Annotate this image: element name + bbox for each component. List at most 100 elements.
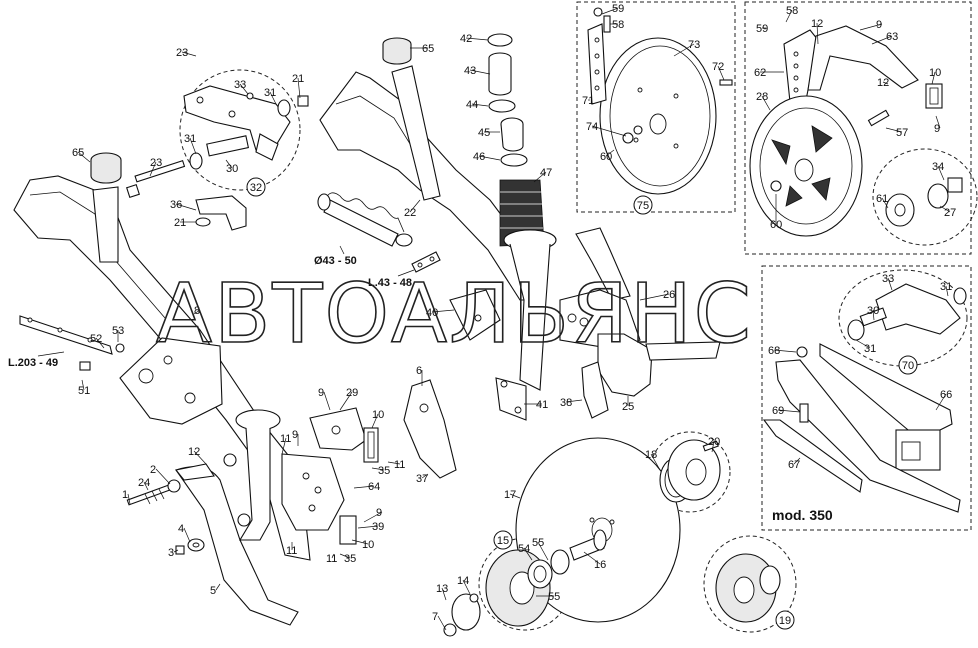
leader-line [81,379,85,391]
leader-line [711,440,715,453]
leader-line [469,69,491,75]
callout-label: 65 [72,147,84,159]
part-bracket-10-right [925,83,943,109]
leader-line [155,468,171,485]
callout-label: 10 [372,409,384,421]
leader-line [175,203,197,211]
leader-line [193,450,207,465]
callout-label: 12 [877,77,889,89]
callout-label: 38 [560,397,572,409]
leader-line [351,539,369,545]
callout-label: 4 [178,523,184,535]
part-bolt-20 [702,440,719,452]
callout-label: 64 [368,481,380,493]
leader-line [363,511,383,523]
circled-callout-label: 19 [779,615,791,627]
leader-line [650,453,661,471]
callout-label: 17 [504,489,516,501]
part-beam-66 [819,343,953,471]
leader-line [77,151,91,163]
callout-label: 14 [457,575,469,587]
callout-label: 9 [934,123,940,135]
leader-line [939,205,951,213]
leader-line [431,309,455,313]
leader-line [639,293,670,301]
leader-line [409,199,421,213]
leader-line [471,103,489,107]
leader-line [462,579,471,595]
part-gauge-wheel-73 [599,37,717,195]
detail-circle-18 [649,431,731,513]
dimension-label: L.203 - 49 [8,357,58,369]
callout-label: 55 [548,591,560,603]
part-plate-8 [119,337,223,425]
callout-label: 58 [612,19,624,31]
part-arm-left [13,175,311,561]
circled-callout-ring [898,355,918,375]
detail-circle-19 [703,535,797,633]
callout-label: 6 [416,365,422,377]
callout-label: 5 [210,585,216,597]
leader-line [816,22,819,45]
callout-label: 30 [226,163,238,175]
leader-line [225,159,233,169]
callout-label: 10 [362,539,374,551]
callout-label: 9 [876,19,882,31]
leader-line [143,481,149,491]
leader-line [95,337,105,349]
part-axle-16 [569,529,607,561]
part-hubcap-7 [443,593,481,637]
leader-line [785,9,793,23]
leader-line [935,115,941,129]
callout-label: 62 [754,67,766,79]
part-bracket-70 [847,283,967,341]
part-hub-61 [885,177,963,227]
leader-line [339,245,345,255]
leader-line [181,51,197,57]
callout-label: 69 [772,405,784,417]
callout-label: 27 [944,207,956,219]
callout-label: 29 [346,387,358,399]
part-bracket-29 [309,407,367,451]
callout-label: 21 [292,73,304,85]
callout-label: 30 [867,305,879,317]
part-hub-18 [667,439,721,501]
leader-line [945,285,949,297]
leader-line [565,399,583,403]
part-strip-52 [19,315,125,371]
leader-line [583,551,601,565]
callout-label: 51 [78,385,90,397]
circled-callout-label: 15 [497,535,509,547]
leader-line [339,553,351,559]
circled-callout-ring [633,195,653,215]
part-arm-63 [807,25,919,91]
part-bolt-1 [126,479,181,506]
callout-label: 1 [122,489,128,501]
callout-label: 20 [708,436,720,448]
part-pin-30 [189,92,309,170]
circled-callout-ring [246,177,266,197]
part-funnel-tube [503,229,557,391]
callout-label: 37 [416,473,428,485]
part-shield-38 [581,361,609,419]
part-spring [317,192,413,247]
detail-circle-61 [872,148,978,246]
callout-label: 22 [404,207,416,219]
callout-label: 60 [600,151,612,163]
callout-label: 23 [150,157,162,169]
callout-label: 13 [436,583,448,595]
part-cylinder-65-top [382,37,412,65]
callout-label: 58 [786,5,798,17]
leader-line [881,197,889,209]
callout-label: 43 [464,65,476,77]
detail-panel-rubber-wheel [744,1,972,255]
part-washer-4 [175,538,205,555]
leader-line [537,541,549,561]
callout-label: 59 [756,23,768,35]
leader-line [397,269,415,277]
callout-label: 8 [194,305,200,317]
callout-label: 57 [896,127,908,139]
callout-label: 72 [712,61,724,73]
detail-panel-disc-wheel [576,1,736,213]
